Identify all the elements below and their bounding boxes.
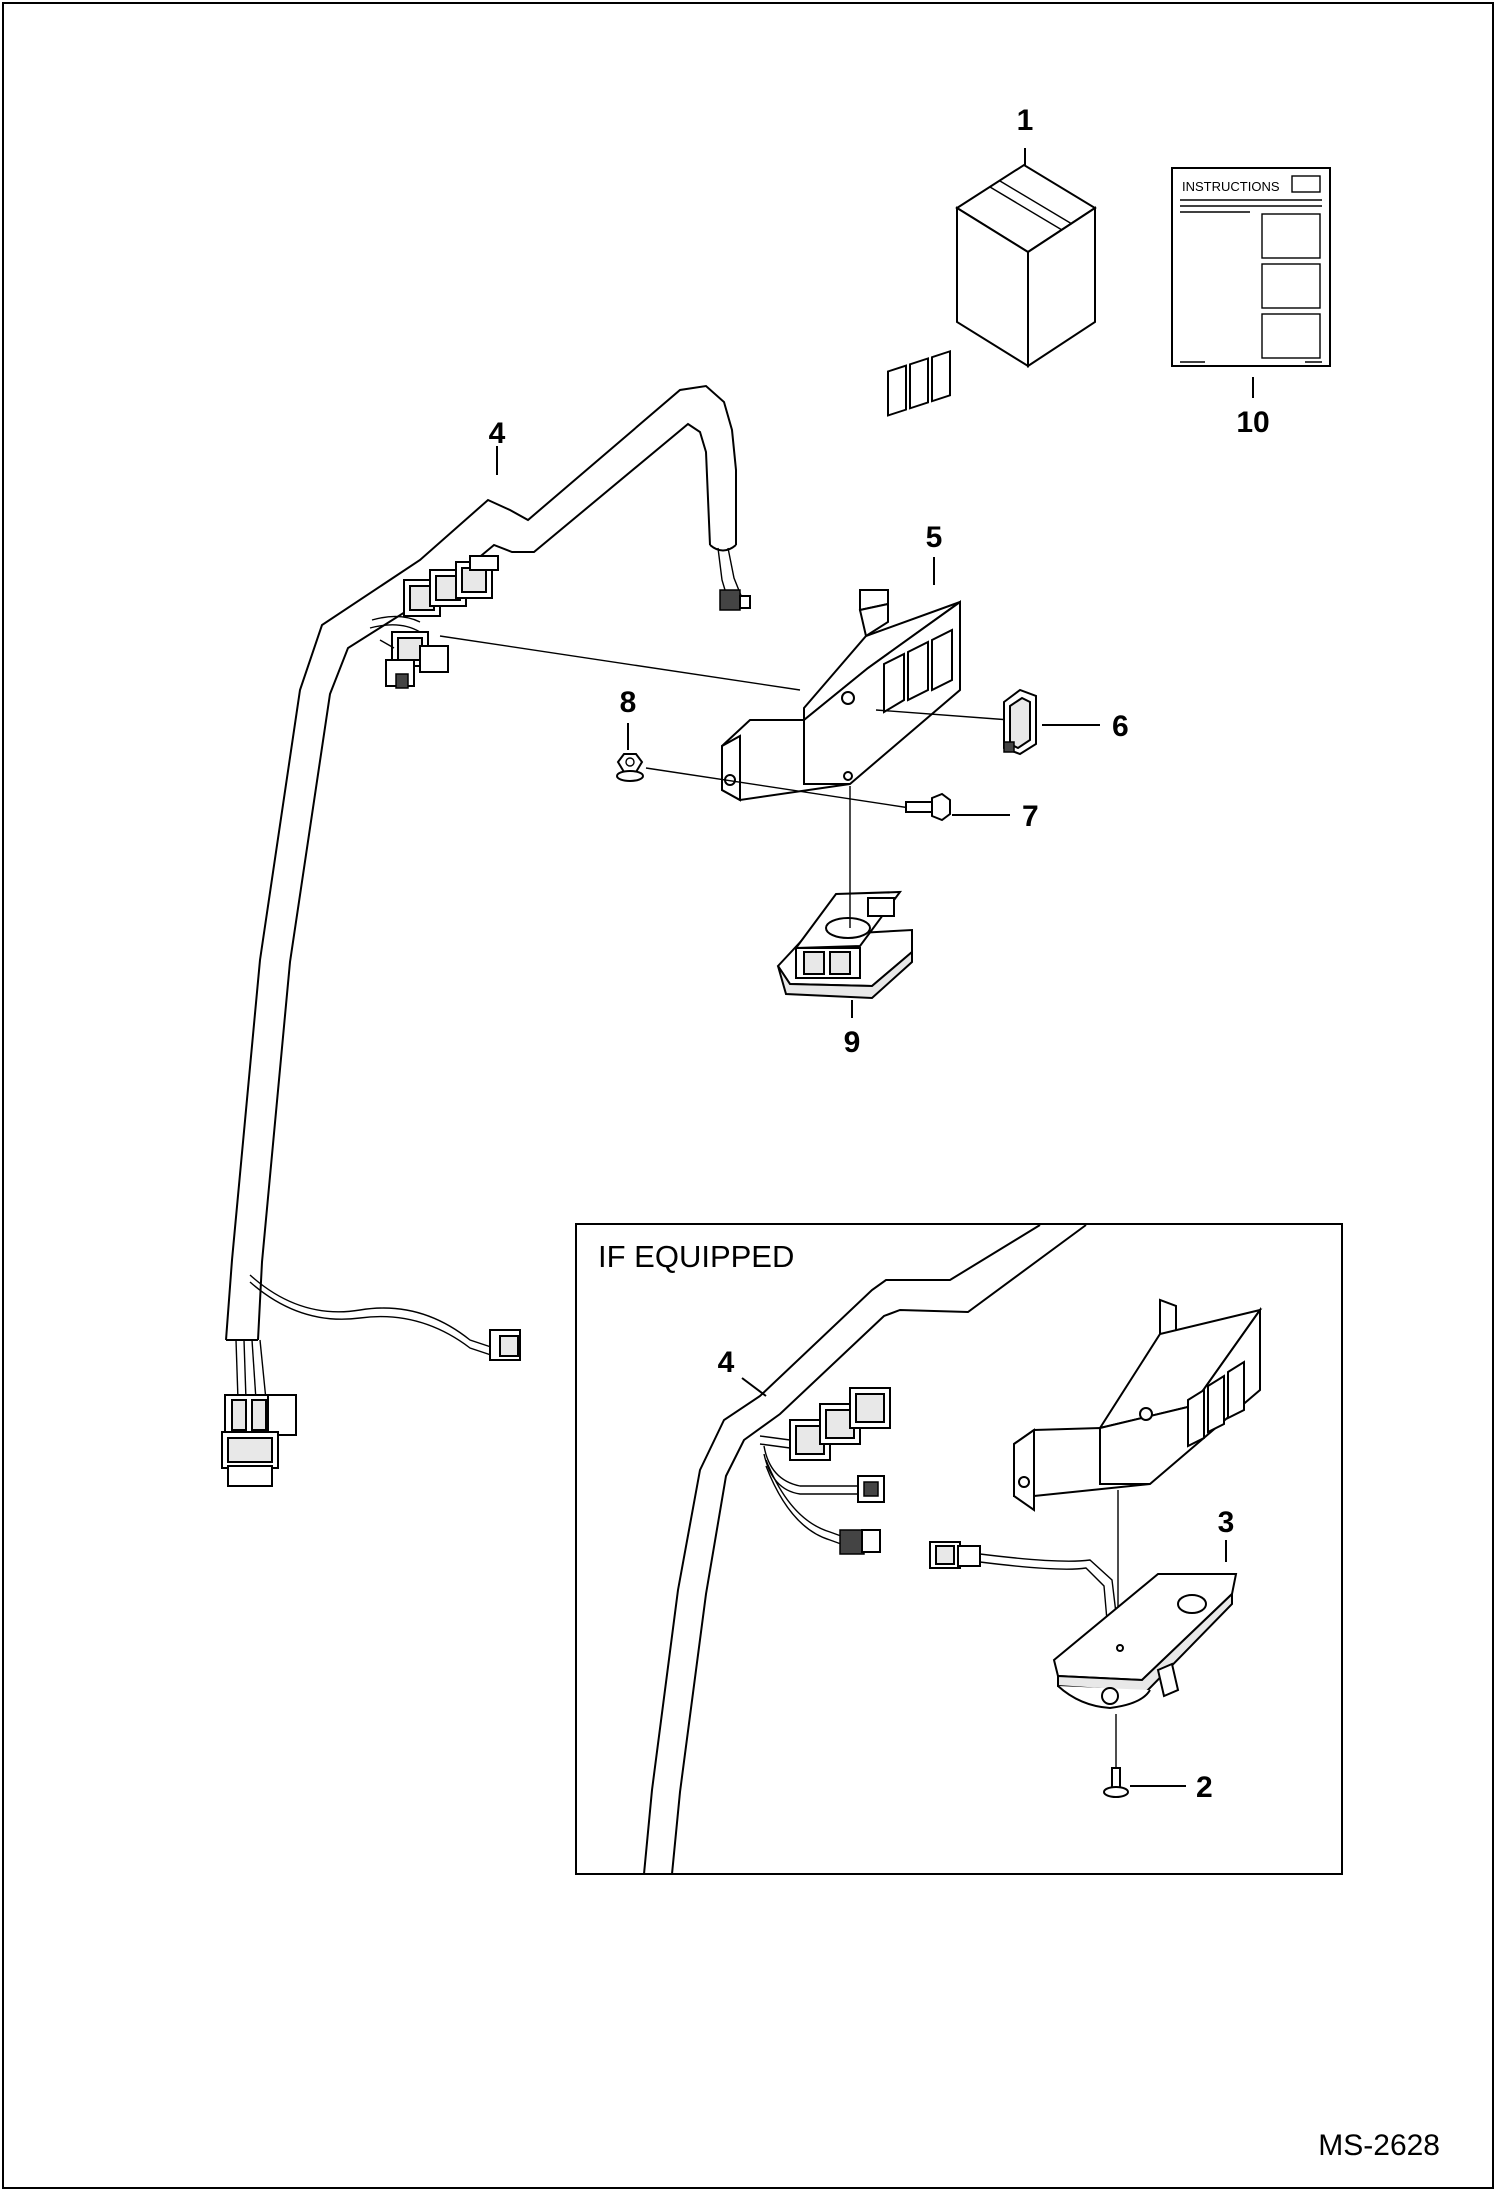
part-5-bracket <box>721 350 961 802</box>
leader-4-inset <box>741 1377 767 1397</box>
assembly-line-harness-bracket <box>439 635 801 691</box>
callout-10: 10 <box>1236 406 1269 439</box>
callout-7: 7 <box>1022 800 1039 833</box>
callout-5: 5 <box>926 521 943 554</box>
callout-8: 8 <box>620 686 637 719</box>
inset-if-equipped: IF EQUIPPED 4 <box>575 1223 1343 1875</box>
part-7-bolt <box>905 792 951 822</box>
part-4-harness <box>221 384 751 1487</box>
part-2-screw <box>1103 1767 1129 1798</box>
drawing-number: MS-2628 <box>1318 2129 1440 2162</box>
callout-6: 6 <box>1112 710 1129 743</box>
part-1-box <box>955 163 1097 368</box>
part-6-clip <box>1003 688 1037 756</box>
callout-3: 3 <box>1218 1506 1235 1539</box>
assembly-line-clip <box>875 709 1011 721</box>
callout-4-inset: 4 <box>718 1346 735 1379</box>
inset-title: IF EQUIPPED <box>598 1239 794 1274</box>
callout-2: 2 <box>1196 1771 1213 1804</box>
part-3-dome-light <box>1052 1573 1238 1710</box>
instructions-label: INSTRUCTIONS <box>1182 179 1280 194</box>
assembly-line-bolt <box>645 767 911 809</box>
callout-9: 9 <box>844 1026 861 1059</box>
part-9-light <box>776 880 913 1000</box>
part-8-nut <box>616 753 644 782</box>
part-10-instructions: INSTRUCTIONS <box>1171 167 1331 367</box>
callout-4: 4 <box>489 417 506 450</box>
callout-1: 1 <box>1017 104 1034 137</box>
